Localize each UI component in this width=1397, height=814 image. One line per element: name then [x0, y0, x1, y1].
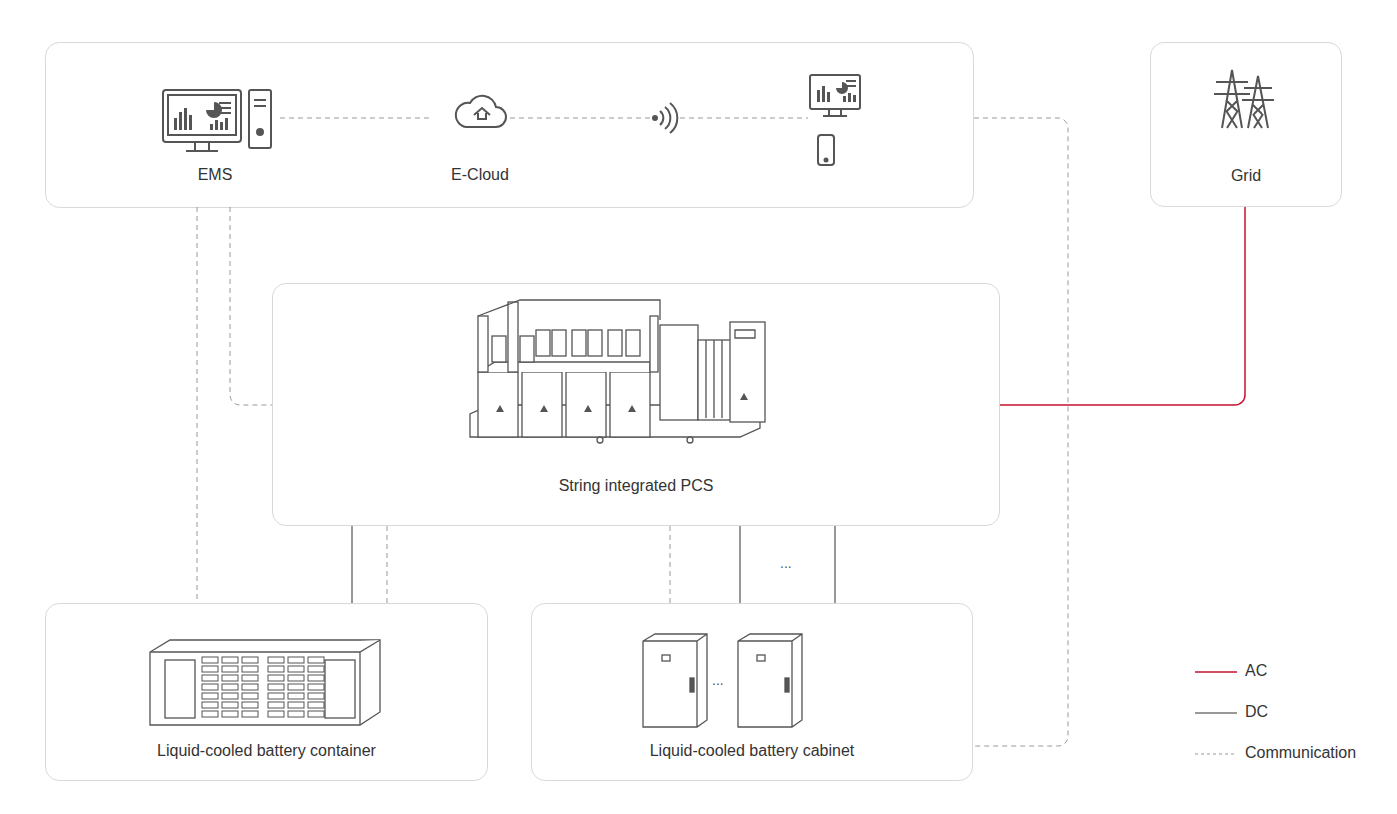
battery-module [268, 711, 284, 717]
battery-module [202, 675, 218, 681]
warning-symbols [496, 393, 748, 412]
battery-module [268, 702, 284, 708]
cloud-icon [456, 96, 506, 127]
connector [387, 526, 388, 603]
battery-module [288, 684, 304, 690]
ems-icon [163, 90, 271, 151]
battery-module [202, 693, 218, 699]
battery-module [268, 675, 284, 681]
legend-text: Communication [1245, 744, 1356, 762]
connector [280, 118, 430, 119]
battery-module [202, 702, 218, 708]
connector [197, 207, 198, 603]
connector [1000, 207, 1245, 405]
battery-module [222, 711, 238, 717]
cabinet-illustration [643, 634, 802, 727]
battery-module [242, 711, 258, 717]
battery-module [308, 684, 324, 690]
container-illustration [150, 640, 380, 725]
ems-chart [174, 102, 231, 130]
battery-module [202, 666, 218, 672]
battery-module [268, 666, 284, 672]
battery-module [222, 675, 238, 681]
connector [740, 526, 835, 603]
battery-module [308, 711, 324, 717]
node-label: String integrated PCS [273, 476, 999, 496]
pcs-illustration [470, 300, 765, 443]
battery-module [308, 702, 324, 708]
remote-chart [817, 80, 856, 102]
cabinet-box: Liquid-cooled battery cabinet [531, 603, 973, 781]
legend-sample [1195, 754, 1237, 755]
top-panel [46, 43, 974, 208]
battery-module [242, 702, 258, 708]
legend-text: AC [1245, 662, 1267, 680]
battery-module [222, 693, 238, 699]
wireless-icon [653, 103, 677, 133]
battery-module [308, 657, 324, 663]
ems-node: EMS [150, 80, 280, 190]
battery-module [268, 684, 284, 690]
communication-line [974, 118, 1068, 746]
node-label: E-Cloud [430, 165, 530, 185]
battery-module [308, 693, 324, 699]
battery-module [288, 675, 304, 681]
battery-module [202, 711, 218, 717]
cloud-node: E-Cloud [430, 80, 530, 190]
battery-module [268, 657, 284, 663]
remote-devices-icon [810, 75, 860, 165]
connector [670, 526, 671, 603]
node-label: Liquid-cooled battery container [46, 741, 487, 761]
communication-line [510, 118, 808, 119]
battery-module [222, 702, 238, 708]
ellipsis-label: ... [712, 672, 724, 688]
battery-module [202, 657, 218, 663]
battery-module [308, 666, 324, 672]
node-label: Grid [1151, 166, 1341, 186]
battery-modules [202, 657, 324, 717]
battery-module [242, 684, 258, 690]
battery-module [222, 666, 238, 672]
battery-module [288, 711, 304, 717]
battery-module [202, 684, 218, 690]
ellipsis-label: ... [780, 555, 792, 571]
battery-module [242, 675, 258, 681]
battery-module [288, 702, 304, 708]
connector [352, 526, 353, 603]
battery-module [222, 684, 238, 690]
battery-module [308, 675, 324, 681]
battery-module [268, 693, 284, 699]
battery-module [242, 657, 258, 663]
legend-sample [1195, 671, 1237, 673]
battery-module [288, 693, 304, 699]
battery-module [222, 657, 238, 663]
pcs-box: String integrated PCS [272, 283, 1000, 526]
grid-towers-icon [1214, 70, 1274, 128]
grid-box: Grid [1150, 42, 1342, 207]
battery-module [288, 666, 304, 672]
battery-module [242, 693, 258, 699]
battery-module [288, 657, 304, 663]
connector [230, 207, 272, 405]
battery-module [242, 666, 258, 672]
legend-text: DC [1245, 703, 1268, 721]
container-box: Liquid-cooled battery container [45, 603, 488, 781]
node-label: EMS [150, 165, 280, 185]
node-label: Liquid-cooled battery cabinet [532, 741, 972, 761]
legend-sample [1195, 713, 1237, 714]
